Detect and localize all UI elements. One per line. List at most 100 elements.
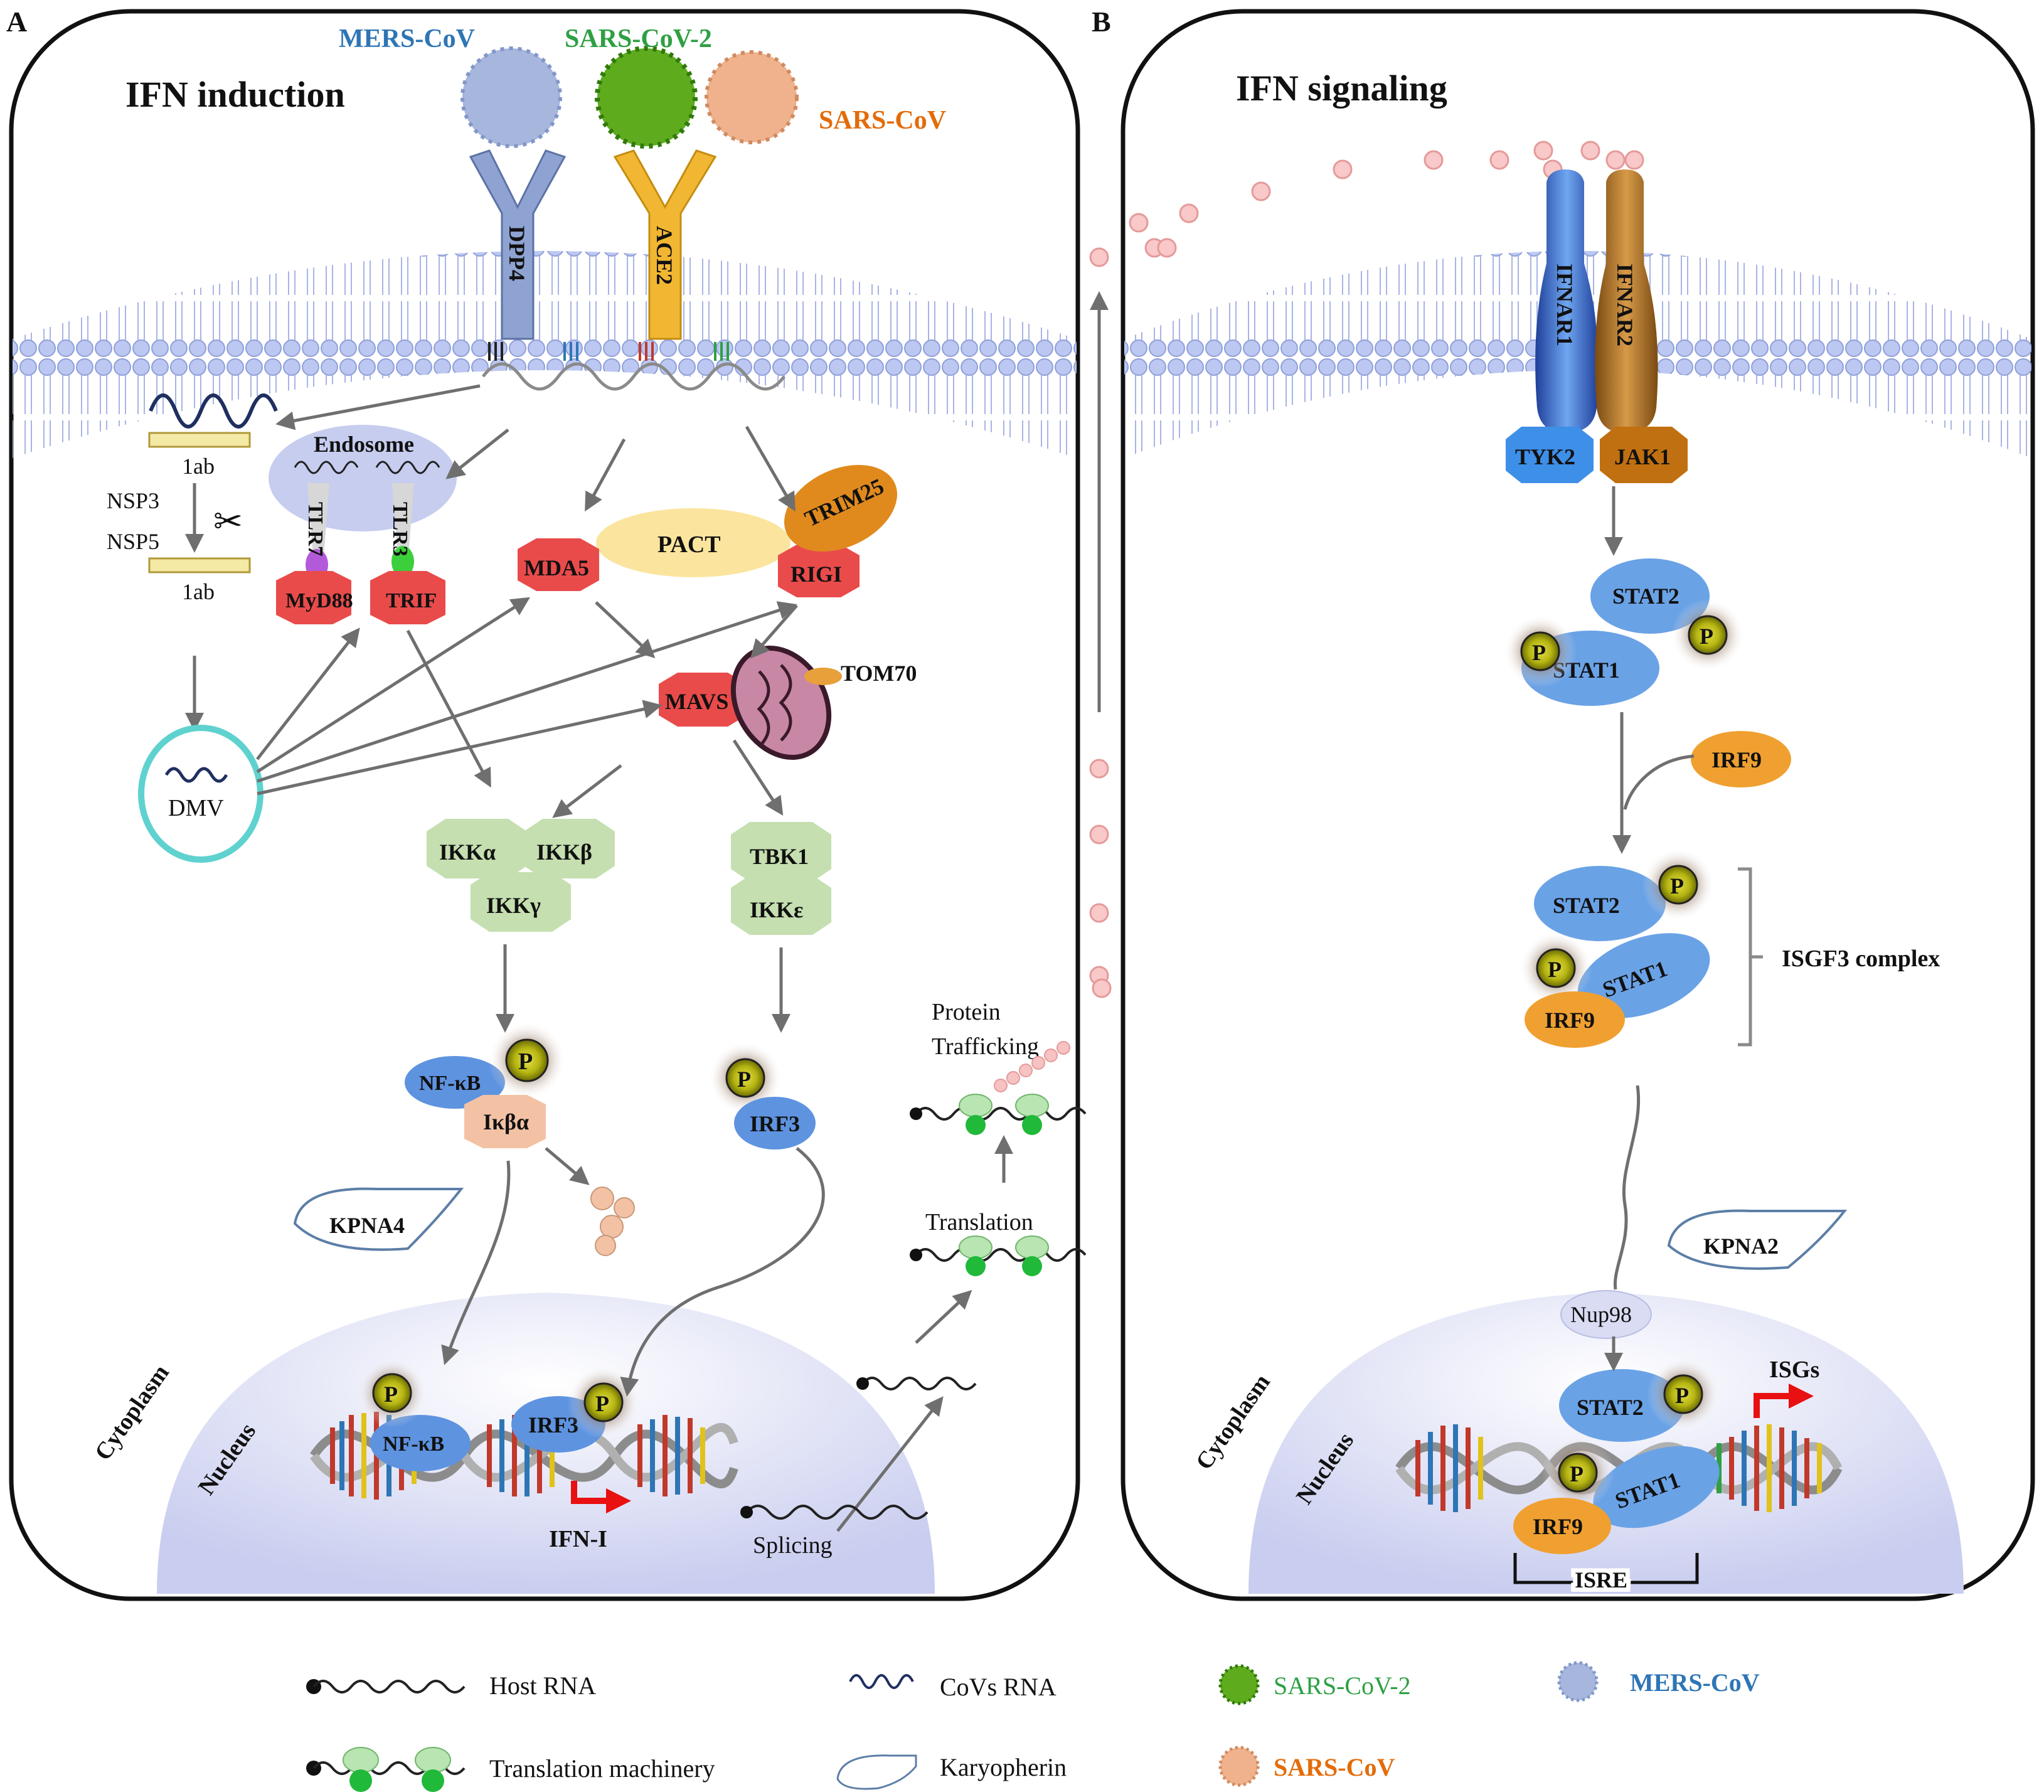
ifnar2-label: IFNAR2 [1612,264,1637,346]
cov-rna-strand [149,393,278,429]
ikkg-label: IKKγ [486,893,541,918]
legend-host-rna: Host RNA [306,1672,596,1700]
irf3-nuc-p-label: P [595,1391,609,1416]
ribosome-translation [910,1235,1087,1276]
tlr3-label: TLR3 [388,502,412,557]
mda5: MDA5 [518,538,599,591]
legend-mers-cov-label: MERS-CoV [1630,1668,1760,1697]
kpna2-label: KPNA2 [1703,1234,1779,1259]
ifnar1-label: IFNAR1 [1552,264,1577,346]
legend-cov-rna: CoVs RNA [849,1673,1057,1701]
stat2-p-label-1: P [1700,624,1713,649]
irf3-label: IRF3 [750,1111,800,1136]
jak1: JAK1 [1600,427,1688,483]
ace2-receptor: ACE2 [613,149,717,340]
isgs-transcription-arrow [1754,1384,1814,1418]
isre-label: ISRE [1575,1567,1627,1592]
stat2-label-3: STAT2 [1577,1395,1644,1420]
viral-rna-bases [488,342,729,361]
legend: Host RNA Translation machinery CoVs RNA … [306,1661,1760,1792]
sars-cov-virion [705,50,799,144]
panel-a-arrows [256,384,825,1397]
trim25: TRIM25 [784,464,897,552]
nfkb-nuclear: NF-κB P [358,1358,471,1471]
tbk1-label: TBK1 [750,844,809,869]
nucleus-b [1248,1293,1964,1594]
irf9-label-2: IRF9 [1545,1008,1595,1033]
isgf3-complex: STAT2 P STAT1 P IRF9 [1520,848,1715,1048]
legend-karyopherin: Karyopherin [836,1753,1067,1790]
polyprotein-1ab-top: 1ab [182,454,215,479]
nfkb-nuc-label: NF-κB [383,1432,444,1456]
mers-cov-label: MERS-CoV [339,24,475,53]
ifn-ligands [1129,141,1644,258]
panel-b-letter: B [1092,6,1111,38]
pact [596,508,790,577]
kpna4-label: KPNA4 [329,1213,405,1238]
nup98 [1560,1290,1652,1339]
mavs-label: MAVS [665,689,728,714]
irf3-complex: P IRF3 [709,1042,816,1149]
tlr7-label: TLR7 [304,502,327,557]
ikk-beta: IKKβ [524,819,615,878]
sars-cov-2-virion [595,46,698,149]
stat2-label-1: STAT2 [1612,584,1679,609]
dmv-label: DMV [168,795,224,821]
mers-cov-virion [460,46,562,148]
stat-dimer: STAT2 STAT1 P P [1504,558,1744,706]
jak1-label: JAK1 [1614,444,1671,469]
scissors-icon: ✂ [213,503,243,541]
dpp4-label: DPP4 [504,226,530,281]
legend-mers-cov: MERS-CoV [1557,1661,1760,1702]
mda5-label: MDA5 [524,555,589,580]
legend-translation-machinery: Translation machinery [306,1747,715,1792]
nfkb-p-label: P [518,1048,533,1075]
ikk-gamma: IKKγ [471,872,571,932]
ifnar2-receptor: IFNAR2 [1595,169,1658,433]
rigi: RIGI [778,545,860,597]
nfkb-complex: NF-κB P Iκβα [405,1021,566,1148]
kpna2-karyopherin: KPNA2 [1667,1209,1848,1270]
legend-karyopherin-label: Karyopherin [940,1753,1067,1781]
translation-label: Translation [925,1209,1033,1235]
stat2-p-label-2: P [1670,873,1684,899]
polyprotein-bar-top [148,432,251,448]
ribosome-trafficking [910,1041,1087,1135]
protein-trafficking-label-1: Protein [932,999,1001,1025]
tom70 [804,668,842,685]
pact-label: PACT [657,531,721,558]
dmv-vesicle [138,725,263,863]
myd88-label: MyD88 [285,589,353,612]
cell-a-outline [9,9,1080,1601]
sars-cov-label: SARS-CoV [819,106,946,135]
ifn-i-label: IFN-I [549,1526,607,1552]
legend-sars-cov-label: SARS-CoV [1274,1753,1395,1781]
ikka-label: IKKα [439,840,496,865]
isgs-label: ISGs [1769,1357,1819,1383]
pre-mrna [740,1505,929,1520]
dpp4-receptor: DPP4 [469,149,567,340]
panel-b: B IFN signaling IFNAR1 IFNAR2 [1092,6,2035,1601]
stat2-label-2: STAT2 [1553,893,1620,918]
rigi-label: RIGI [790,562,842,587]
stat2-p-label-3: P [1675,1383,1689,1408]
nup98-label: Nup98 [1570,1302,1632,1327]
legend-sars-cov-2-label: SARS-CoV-2 [1274,1672,1411,1700]
tyk2: TYK2 [1506,427,1594,483]
plasma-membrane [13,251,1077,458]
legend-cov-rna-label: CoVs RNA [940,1673,1057,1701]
isre-bracket [1513,1553,1699,1584]
ikk-epsilon: IKKε [731,875,831,935]
legend-sars-cov: SARS-CoV [1218,1746,1395,1787]
tyk2-label: TYK2 [1515,444,1575,469]
irf3-p-label: P [737,1067,751,1092]
irf9-free: IRF9 [1691,731,1791,787]
panel-b-title: IFN signaling [1236,68,1447,109]
ikkb-label: IKKβ [536,840,592,865]
ace2-label: ACE2 [652,226,677,285]
nfkb-label: NF-κB [419,1072,481,1095]
stat1-p-label-2: P [1548,957,1562,982]
legend-host-rna-label: Host RNA [489,1672,596,1700]
protein-trafficking-label-2: Trafficking [932,1033,1039,1060]
tbk1: TBK1 [731,822,831,882]
